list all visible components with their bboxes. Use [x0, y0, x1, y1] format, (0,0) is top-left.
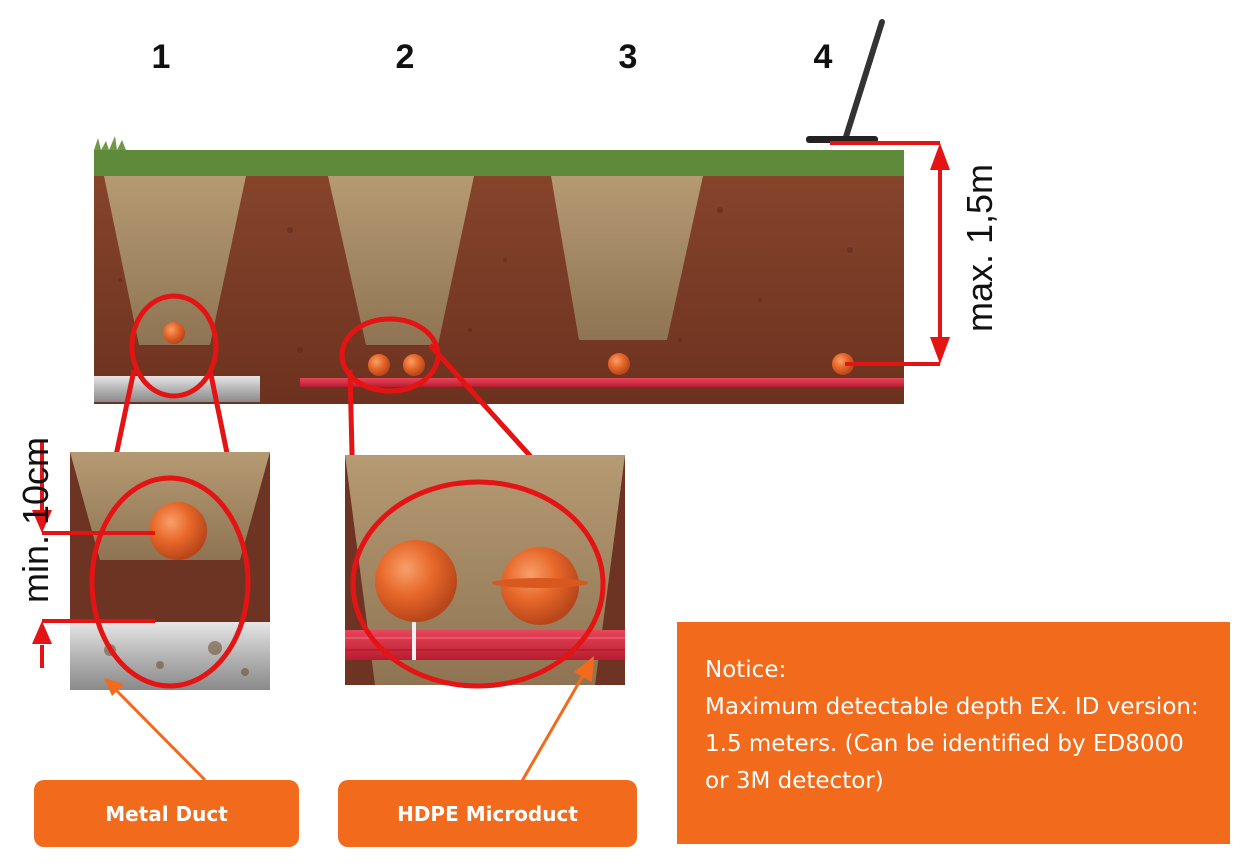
column-number-3: 3: [618, 38, 638, 76]
min-depth-dimension: [32, 440, 155, 668]
min-depth-label: min. 10cm: [15, 436, 56, 604]
tag-pointers: [104, 656, 594, 789]
grass-strip: [94, 150, 904, 176]
hdpe-microduct-tag: HDPE Microduct: [338, 780, 637, 847]
hdpe-microduct: [300, 378, 904, 387]
marker-ball-3: [608, 353, 630, 375]
soil-panel: [94, 136, 904, 404]
zoom-panel-hdpe: [345, 455, 625, 689]
marker-ball-1: [163, 322, 185, 344]
marker-ball-2b: [403, 354, 425, 376]
max-depth-dimension: [830, 141, 950, 366]
column-number-1: 1: [151, 38, 171, 76]
column-number-2: 2: [395, 38, 415, 76]
max-depth-label: max. 1,5m: [959, 163, 1000, 333]
metal-duct-tag: Metal Duct: [34, 780, 299, 847]
notice-body: Maximum detectable depth EX. ID version:…: [705, 694, 1199, 794]
marker-ball-4: [832, 353, 854, 375]
trench-3: [551, 176, 703, 340]
notice-box: Notice: Maximum detectable depth EX. ID …: [677, 622, 1230, 844]
column-number-4: 4: [813, 38, 833, 76]
zoom-panel-metal: [70, 452, 270, 690]
marker-ball-2a: [368, 354, 390, 376]
trench-2: [328, 176, 474, 345]
trench-1: [104, 176, 246, 345]
notice-title: Notice:: [705, 657, 787, 683]
